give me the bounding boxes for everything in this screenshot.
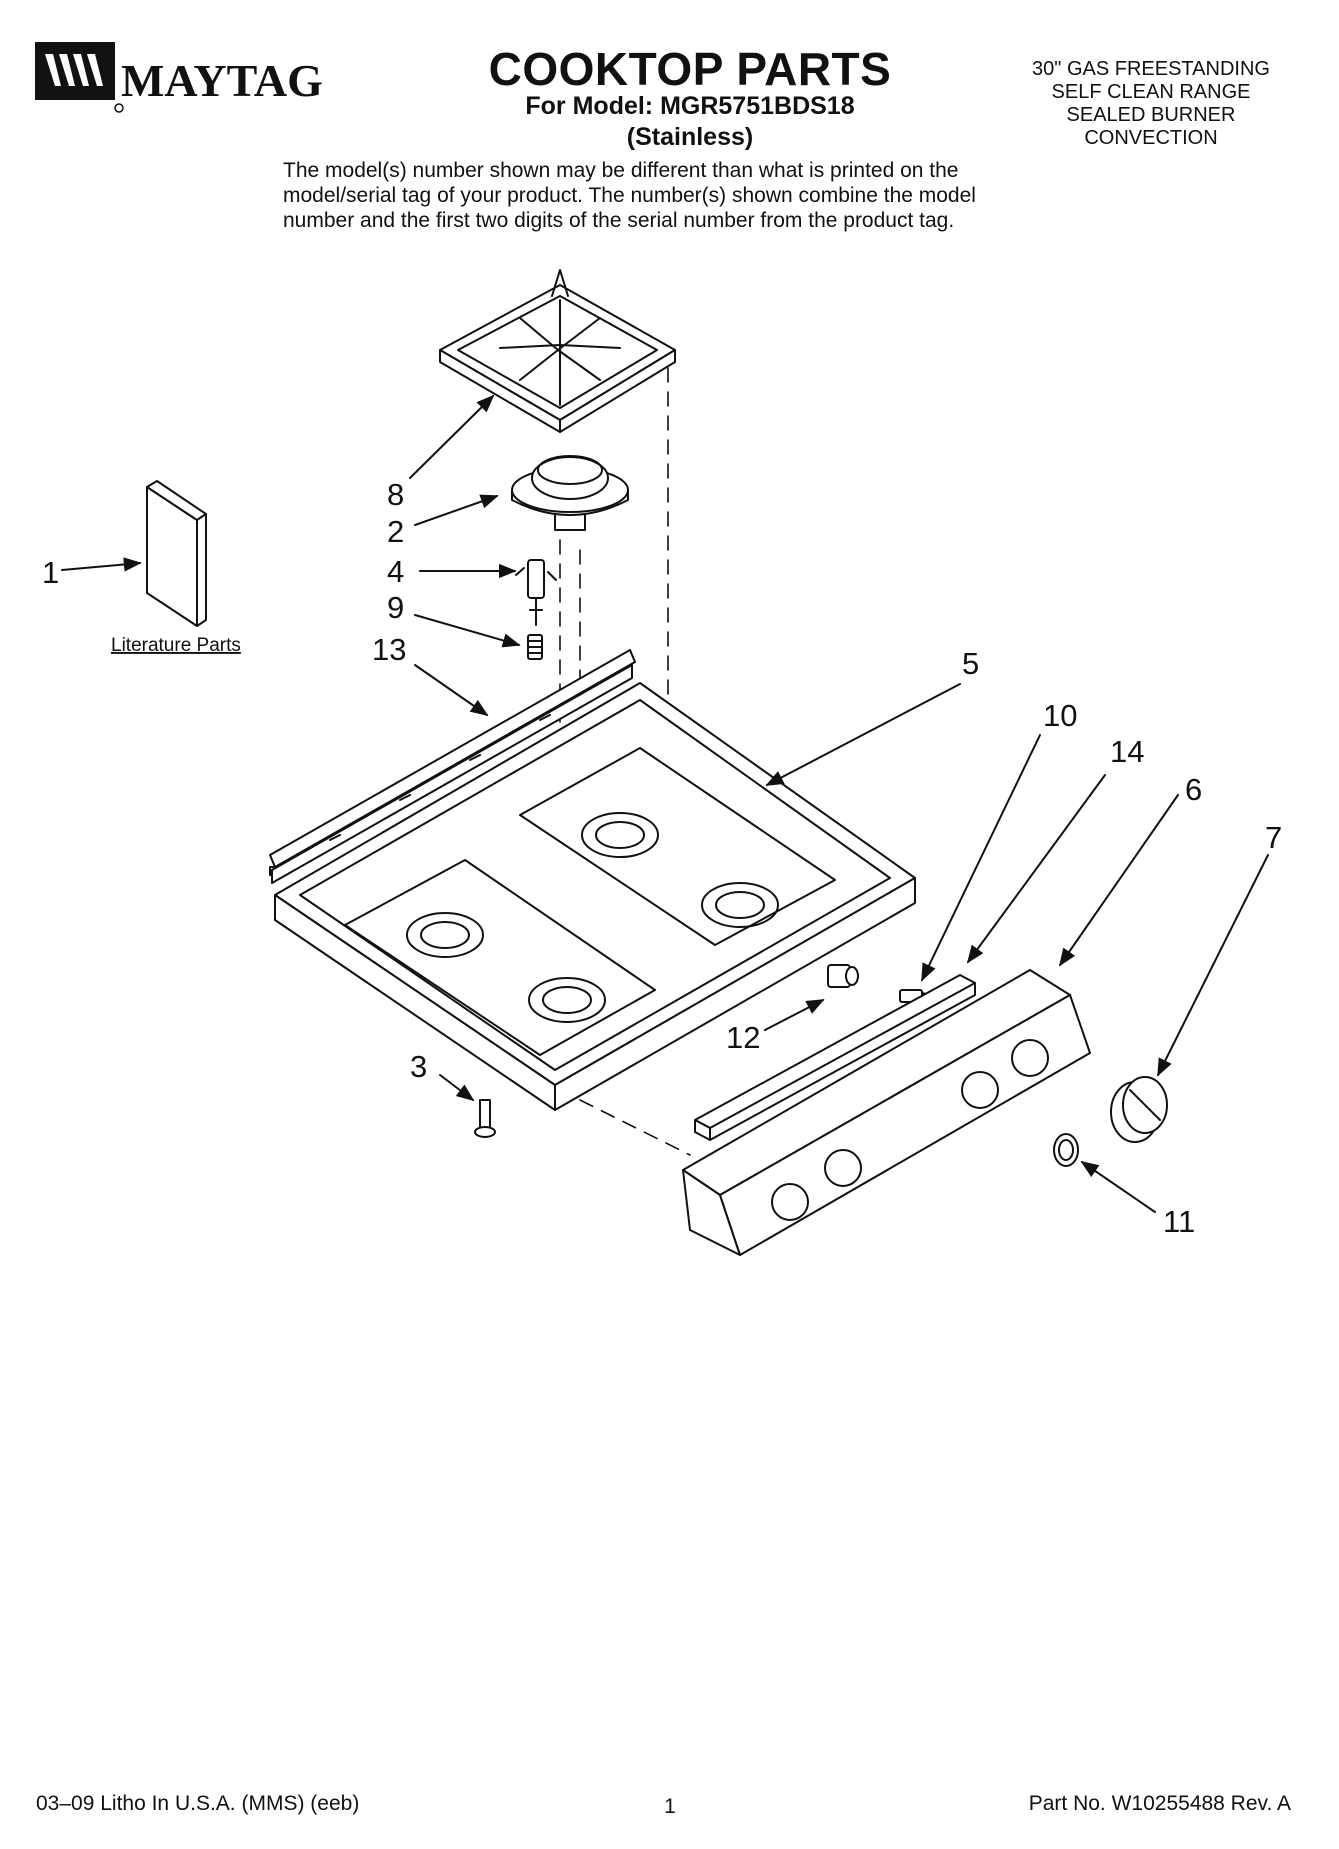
- model-note: The model(s) number shown may be differe…: [283, 158, 1083, 233]
- product-description: 30" GAS FREESTANDING SELF CLEAN RANGE SE…: [991, 58, 1311, 150]
- note-line: The model(s) number shown may be differe…: [283, 159, 959, 182]
- exploded-parts-diagram: 1 8 2 4 9 13 5 10 14 6 7 12 3 11 Literat…: [42, 269, 1282, 1256]
- finish-line: (Stainless): [626, 123, 754, 151]
- print-info: 03–09 Litho In U.S.A. (MMS) (eeb): [36, 1792, 360, 1815]
- knob-badge: [1053, 1133, 1156, 1213]
- part-number: Part No. W10255488 Rev. A: [1028, 1792, 1291, 1815]
- literature-parts-label: Literature Parts: [111, 635, 241, 656]
- burner-grate: [409, 269, 676, 479]
- brand-text: MAYTAG: [121, 55, 323, 106]
- callout-6: 6: [1185, 772, 1202, 807]
- callout-1: 1: [42, 555, 59, 590]
- callout-12: 12: [726, 1020, 760, 1055]
- callout-2: 2: [387, 514, 404, 549]
- callout-10: 10: [1043, 698, 1077, 733]
- callout-8: 8: [387, 477, 404, 512]
- model-line: For Model: MGR5751BDS18: [525, 92, 855, 120]
- burner-wells: [406, 812, 779, 1023]
- callout-5: 5: [962, 646, 979, 681]
- screw: [414, 614, 543, 660]
- description-line: SELF CLEAN RANGE: [1051, 81, 1251, 103]
- literature-booklet: [61, 480, 207, 627]
- control-panel: [682, 794, 1179, 1256]
- note-line: number and the first two digits of the s…: [283, 209, 955, 232]
- control-bracket: [694, 774, 1106, 1141]
- callout-9: 9: [387, 590, 404, 625]
- rear-trim-strip: [269, 649, 636, 884]
- igniter: [419, 559, 557, 626]
- knob-holes: [771, 1039, 1049, 1221]
- page-number: 1: [664, 1795, 676, 1818]
- valve-switch: [764, 964, 859, 1031]
- description-line: CONVECTION: [1084, 127, 1218, 149]
- callout-4: 4: [387, 554, 404, 589]
- callout-7: 7: [1265, 820, 1282, 855]
- callout-3: 3: [410, 1049, 427, 1084]
- page-title: COOKTOP PARTS: [488, 43, 892, 95]
- note-line: model/serial tag of your product. The nu…: [283, 184, 976, 207]
- trim-screw: [899, 734, 1041, 1003]
- burner-cap: [414, 455, 629, 531]
- control-knob: [1110, 854, 1269, 1143]
- callout-14: 14: [1110, 734, 1144, 769]
- callout-11: 11: [1163, 1204, 1195, 1239]
- description-line: 30" GAS FREESTANDING: [1032, 58, 1270, 80]
- description-line: SEALED BURNER: [1066, 104, 1236, 126]
- callout-13: 13: [372, 632, 406, 667]
- maytag-logo: MAYTAG: [35, 42, 323, 113]
- main-cooktop: [274, 682, 961, 1111]
- leveling-leg: [439, 1074, 496, 1138]
